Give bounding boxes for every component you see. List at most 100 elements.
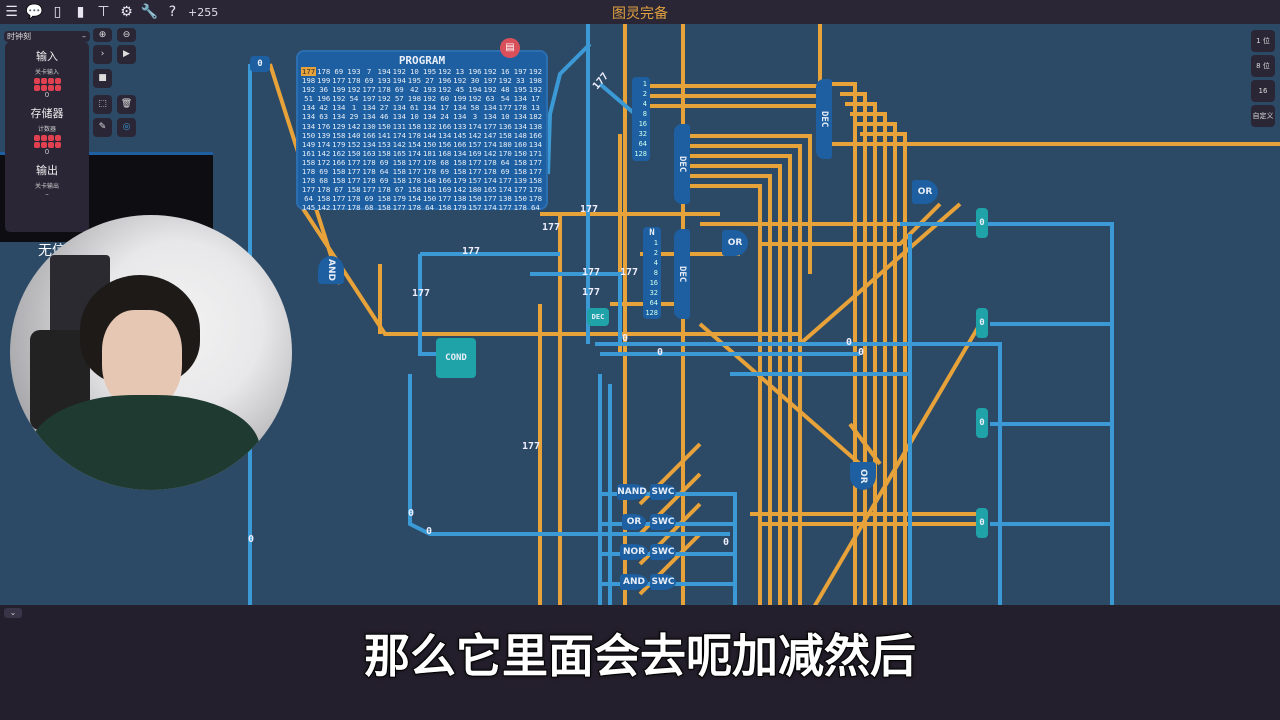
- chevron-down-icon[interactable]: ⌄: [4, 608, 22, 618]
- program-cell: 192: [438, 67, 452, 76]
- file-icon[interactable]: ▯: [53, 4, 62, 20]
- program-cell: 134: [513, 94, 527, 104]
- program-cell: 134: [453, 112, 467, 122]
- wire-label: 0: [408, 508, 415, 519]
- zoom-out-icon[interactable]: ⊖: [117, 28, 136, 42]
- program-cell: 58: [470, 103, 480, 113]
- switch-1[interactable]: SWC: [650, 484, 676, 500]
- program-cell: 166: [438, 121, 452, 131]
- program-cell: 192: [392, 67, 406, 76]
- wire-8bit-button[interactable]: 8 位: [1251, 55, 1275, 77]
- decoder-2[interactable]: DEC: [816, 79, 832, 159]
- program-cell: 178: [301, 167, 316, 177]
- byte-splitter-1[interactable]: [632, 77, 650, 161]
- program-cell: 150: [513, 194, 527, 204]
- register-4[interactable]: 0: [976, 508, 988, 538]
- dec-label: DEC: [677, 265, 687, 283]
- switch-2[interactable]: SWC: [650, 514, 676, 530]
- program-cell: 166: [528, 130, 543, 140]
- n-label: N: [649, 228, 655, 238]
- or-gate-4[interactable]: OR: [622, 514, 646, 530]
- color-wheel-icon[interactable]: ◎: [117, 118, 136, 137]
- decoder-small[interactable]: DEC: [587, 308, 609, 326]
- swc-label: SWC: [651, 547, 675, 557]
- program-cell: 69: [394, 85, 404, 95]
- program-cell: 130: [362, 121, 376, 131]
- program-cell: 195: [422, 67, 437, 76]
- program-edit-button[interactable]: ▤: [500, 38, 520, 58]
- program-cell: 179: [453, 203, 467, 213]
- program-cell: 178: [407, 176, 422, 186]
- program-cell: 166: [332, 157, 346, 167]
- program-cell: 152: [347, 139, 361, 149]
- program-cell: 192: [468, 94, 482, 104]
- play-icon[interactable]: ▶: [117, 45, 136, 64]
- gear-icon[interactable]: ⚙: [120, 4, 133, 20]
- program-cell: 42: [319, 103, 329, 113]
- decoder-1[interactable]: DEC: [674, 124, 690, 204]
- program-cell: 182: [528, 112, 543, 122]
- program-cell: 13: [455, 67, 465, 76]
- wire-custom-button[interactable]: 自定义: [1251, 105, 1275, 127]
- or-gate-3[interactable]: OR: [850, 462, 876, 490]
- and-gate[interactable]: AND: [318, 256, 344, 284]
- register-3[interactable]: 0: [976, 408, 988, 438]
- cond-component[interactable]: COND: [436, 338, 476, 378]
- nor-gate[interactable]: NOR: [620, 544, 648, 560]
- stop-icon[interactable]: ■: [93, 69, 112, 88]
- step-icon[interactable]: ›: [93, 45, 112, 64]
- program-cell: 64: [530, 203, 540, 213]
- program-cell: 142: [392, 139, 406, 149]
- zoom-in-icon[interactable]: ⊕: [93, 28, 112, 42]
- delete-icon[interactable]: 🗑: [117, 95, 136, 114]
- program-cell: 30: [470, 76, 480, 86]
- program-cell: 166: [362, 130, 376, 140]
- help-icon[interactable]: ?: [168, 4, 177, 20]
- hierarchy-icon[interactable]: ⊤: [97, 4, 110, 20]
- program-cell: 134: [392, 103, 406, 113]
- program-cell: 27: [425, 76, 435, 86]
- score: +255: [188, 5, 219, 19]
- switch-4[interactable]: SWC: [650, 574, 676, 590]
- program-cell: 181: [422, 148, 437, 158]
- book-icon[interactable]: ▮: [76, 4, 85, 20]
- program-cell: 13: [530, 103, 540, 113]
- nand-gate[interactable]: NAND: [617, 484, 647, 500]
- program-cell: 178: [347, 76, 361, 86]
- wire-1bit-button[interactable]: 1 位: [1251, 30, 1275, 52]
- program-cell: 192: [453, 76, 467, 86]
- byte-splitter-2[interactable]: N: [643, 227, 661, 319]
- program-cell: 171: [528, 148, 543, 158]
- program-cell: 134: [513, 121, 527, 131]
- dec-label: DEC: [677, 155, 687, 173]
- program-cell: 134: [392, 112, 406, 122]
- output-title: 输出: [36, 164, 58, 177]
- clock-dropdown[interactable]: 时钟刻–: [4, 31, 90, 42]
- bottom-panel: ⌄: [0, 605, 1280, 720]
- or-gate-1[interactable]: OR: [912, 180, 938, 204]
- or-gate-2[interactable]: OR: [722, 230, 748, 256]
- wire-label: 0: [248, 534, 255, 545]
- dec-label: DEC: [591, 313, 605, 321]
- decoder-3[interactable]: DEC: [674, 229, 690, 319]
- switch-3[interactable]: SWC: [650, 544, 676, 560]
- and-gate-2[interactable]: AND: [620, 574, 648, 590]
- program-cell: 24: [440, 112, 450, 122]
- program-cell: 158: [377, 203, 391, 213]
- wire-16bit-button[interactable]: 16: [1251, 80, 1275, 102]
- wrench-icon[interactable]: 🔧: [140, 4, 159, 20]
- program-cell: 17: [440, 103, 450, 113]
- program-cell: 158: [332, 167, 346, 177]
- counter-component[interactable]: 0: [250, 56, 270, 72]
- register-1[interactable]: 0: [976, 208, 988, 238]
- register-2[interactable]: 0: [976, 308, 988, 338]
- select-icon[interactable]: ⬚: [93, 95, 112, 114]
- menu-icon[interactable]: ☰: [5, 4, 18, 20]
- program-cell: 161: [301, 148, 316, 158]
- pencil-icon[interactable]: ✎: [93, 118, 112, 137]
- chat-icon[interactable]: 💬: [25, 4, 44, 20]
- program-cell: 165: [392, 148, 406, 158]
- program-cell: 69: [319, 167, 329, 177]
- program-cell: 134: [453, 148, 467, 158]
